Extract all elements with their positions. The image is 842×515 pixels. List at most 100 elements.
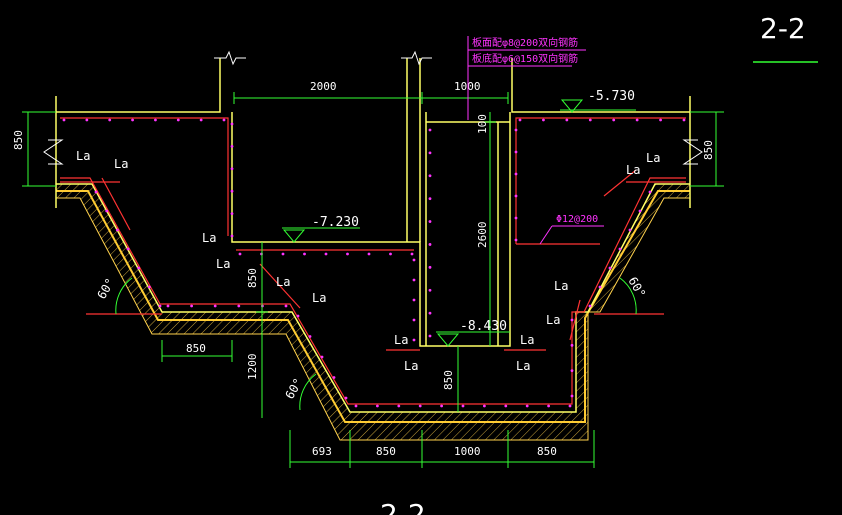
rebar-dot [565, 118, 569, 122]
rebar-dot [514, 238, 518, 242]
rebar-dot [230, 167, 234, 171]
la-label: La [516, 359, 530, 373]
la-label: La [114, 157, 128, 171]
rebar-dot [389, 252, 392, 256]
note-leaders [467, 36, 604, 245]
la-label: La [76, 149, 90, 163]
dim-bottom-d: 850 [537, 445, 557, 458]
rebar-dot [412, 278, 416, 282]
rebar-dot [115, 228, 119, 232]
rebar-dot [570, 343, 574, 347]
rebar-dot [199, 118, 203, 122]
rebar-dot [682, 118, 686, 122]
rebar-dot [238, 252, 242, 256]
rebar-dot [284, 304, 288, 308]
la-label: La [520, 333, 534, 347]
rebar-dot [518, 118, 522, 122]
rebar-dot [320, 355, 324, 359]
rebar-dot [514, 150, 518, 154]
rebar-dot [588, 118, 592, 122]
rebar-dot [570, 394, 574, 398]
rebar-dot [504, 404, 508, 408]
la-label: La [394, 333, 408, 347]
rebar-dot [332, 376, 336, 379]
rebar-dot [514, 172, 518, 176]
dim-pit-depth: 850 [442, 370, 455, 390]
rebar-dot [412, 258, 416, 262]
la-label: La [554, 279, 568, 293]
dimension-text: 2000 1000 850 850 100 2600 850 1200 850 … [12, 80, 715, 458]
rebar-dot [514, 194, 518, 198]
dim-step-drop: 1200 [246, 354, 259, 381]
rebar-dot [308, 335, 312, 338]
rebar-dot [570, 369, 574, 373]
rebar-dot [635, 118, 639, 122]
dim-step-width: 850 [186, 342, 206, 355]
rebar-dot [324, 252, 328, 256]
dim-bottom-b: 850 [376, 445, 396, 458]
rebar-dot [237, 304, 241, 308]
rebar-dot [659, 118, 662, 122]
rebar-dot [598, 285, 602, 289]
rebar-dot [428, 197, 432, 201]
rebar-dot [230, 234, 234, 238]
rebar-dot [428, 288, 432, 292]
dim-top-right: 1000 [454, 80, 481, 93]
rebar-dot [397, 404, 401, 408]
rebar-dot [108, 118, 112, 122]
rebar-dot [213, 304, 217, 308]
rebar-dot [230, 145, 234, 148]
elevation-mid: -7.230 [312, 215, 359, 230]
rebar-dot [410, 252, 414, 256]
la-label: La [626, 163, 640, 177]
dim-left-height: 850 [12, 130, 25, 150]
rebar-dot [568, 404, 572, 408]
la-label: La [546, 313, 560, 327]
rebar-dot [628, 228, 632, 232]
rebar-dot [62, 118, 66, 122]
rebar-dot [547, 404, 550, 408]
elevation-pit: -8.430 [460, 319, 507, 334]
rebar-dot [344, 396, 348, 400]
rebar-dot [428, 151, 432, 155]
dim-slab: 100 [476, 114, 489, 134]
la-label: La [312, 291, 326, 305]
rebar-dot [154, 118, 157, 122]
rebar-dot [412, 318, 416, 322]
dim-bottom-a: 693 [312, 445, 332, 458]
rebar-dot [428, 174, 432, 178]
elevation-top: -5.730 [588, 89, 635, 104]
la-label: La [216, 257, 230, 271]
rebar-dot [412, 298, 416, 302]
rebar-dot [230, 122, 234, 126]
rebar-dot [428, 265, 432, 269]
rebar-dot [428, 128, 432, 132]
rebar-dot [461, 404, 465, 408]
rebar-dot [222, 118, 226, 122]
rebar-dot [176, 118, 180, 122]
la-label: La [404, 359, 418, 373]
structure-outline [55, 58, 691, 413]
rebar-dot [376, 404, 379, 408]
rebar-dot [428, 311, 432, 315]
elevation-markers [282, 99, 584, 347]
note-top-bars: 板面配φ8@200双向钢筋 [472, 36, 578, 49]
rebar-dot [525, 404, 529, 408]
rebar-dot [94, 190, 98, 194]
dim-top-width: 2000 [310, 80, 337, 93]
rebar-dot [166, 304, 170, 308]
la-label: La [646, 151, 660, 165]
rebar-dot [428, 334, 432, 338]
dim-right-height: 850 [702, 140, 715, 160]
rebar-dot [588, 304, 592, 308]
rebar-notes: 板面配φ8@200双向钢筋 板底配φ6@150双向钢筋 Φ12@200 [472, 36, 598, 225]
rebar-dot [303, 252, 306, 256]
rebar-lines [60, 117, 686, 405]
rebar-dot [608, 266, 612, 270]
dim-step-height: 850 [246, 268, 259, 288]
rebar-callout: Φ12@200 [556, 214, 598, 225]
rebar-dot [648, 190, 652, 194]
rebar-dot [612, 118, 616, 122]
rebar-dot [638, 209, 642, 213]
